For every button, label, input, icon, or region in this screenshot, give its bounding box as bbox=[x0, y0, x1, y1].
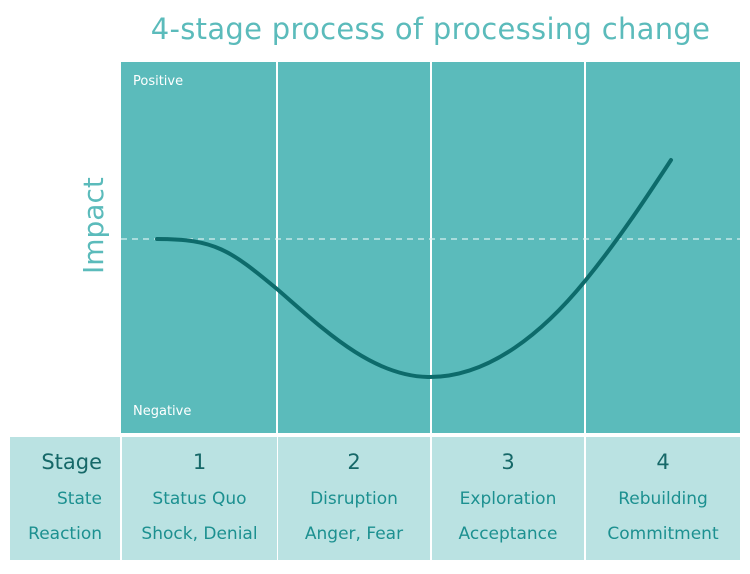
stage-state: Exploration bbox=[459, 489, 557, 509]
stage-reaction: Commitment bbox=[607, 524, 719, 544]
positive-label: Positive bbox=[133, 74, 184, 89]
stage-column-3: 3 Exploration Acceptance bbox=[432, 437, 584, 560]
row-label-stage: Stage bbox=[41, 450, 102, 474]
stage-column-2: 2 Disruption Anger, Fear bbox=[278, 437, 430, 560]
stage-panel-3 bbox=[432, 62, 584, 433]
stage-panel-1 bbox=[121, 62, 276, 433]
stage-number: 2 bbox=[347, 450, 361, 474]
stage-panel-2 bbox=[278, 62, 430, 433]
stage-column-1: 1 Status Quo Shock, Denial bbox=[122, 437, 277, 560]
chart-plot bbox=[121, 62, 740, 433]
row-label-state: State bbox=[57, 489, 102, 509]
chart-title: 4-stage process of processing change bbox=[150, 12, 711, 46]
stage-reaction: Acceptance bbox=[458, 524, 558, 544]
negative-label: Negative bbox=[133, 404, 192, 419]
stage-number: 4 bbox=[656, 450, 670, 474]
row-labels-cell: Stage State Reaction bbox=[10, 437, 120, 560]
stage-state: Disruption bbox=[310, 489, 398, 509]
stage-number: 3 bbox=[501, 450, 515, 474]
stage-reaction: Anger, Fear bbox=[304, 524, 404, 544]
row-label-reaction: Reaction bbox=[28, 524, 102, 544]
stage-state: Status Quo bbox=[152, 489, 247, 509]
stage-column-4: 4 Rebuilding Commitment bbox=[586, 437, 740, 560]
impact-curve bbox=[155, 158, 673, 380]
stage-number: 1 bbox=[192, 450, 207, 474]
stage-state: Rebuilding bbox=[618, 489, 708, 509]
stage-reaction: Shock, Denial bbox=[141, 524, 258, 544]
